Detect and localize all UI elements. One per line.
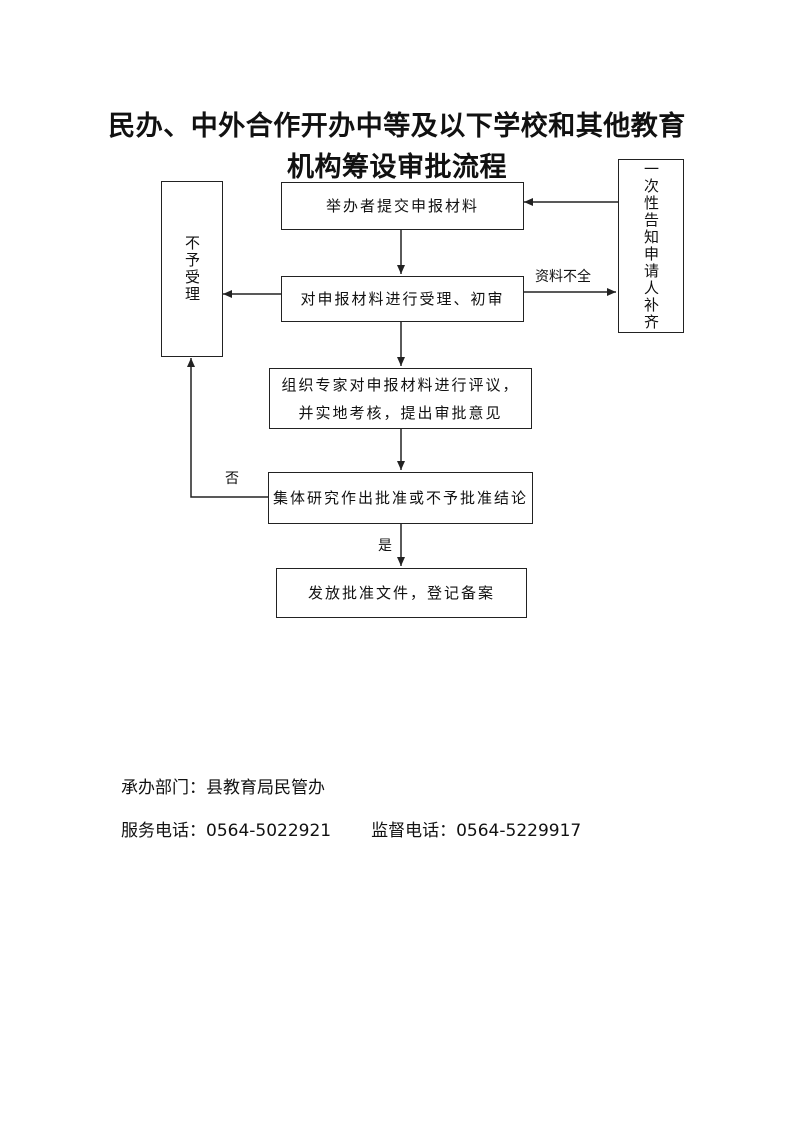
flow-step-accept: 对申报材料进行受理、初审 [281, 276, 524, 322]
page-title-line-1: 民办、中外合作开办中等及以下学校和其他教育 [108, 111, 686, 142]
notify-supplement-label: 一次性告知申请人补齐 [642, 161, 660, 331]
service-phone: 0564-5022921 [206, 821, 332, 841]
department-value: 县教育局民管办 [206, 778, 325, 798]
supervise-phone-label: 监督电话： [371, 821, 457, 841]
service-phone-label: 服务电话： [121, 821, 206, 841]
flow-step-expert-review: 组织专家对申报材料进行评议，并实地考核，提出审批意见 [269, 368, 532, 429]
arrow-decision-no-to-reject [187, 358, 268, 498]
flow-step-decision: 集体研究作出批准或不予批准结论 [268, 472, 533, 524]
footer-phones: 服务电话：0564-5022921 监督电话：0564-5229917 [121, 816, 581, 841]
flow-step-notify-supplement: 一次性告知申请人补齐 [618, 159, 684, 333]
flow-step-submit: 举办者提交申报材料 [281, 182, 524, 230]
supervise-phone: 0564-5229917 [456, 821, 582, 841]
label-no: 否 [225, 471, 239, 487]
flow-step-issue: 发放批准文件，登记备案 [276, 568, 527, 618]
label-incomplete: 资料不全 [535, 269, 591, 285]
department-label: 承办部门： [121, 778, 206, 798]
reject-label: 不予受理 [183, 235, 201, 303]
page-title-line-2: 机构筹设审批流程 [287, 152, 507, 183]
footer-department: 承办部门：县教育局民管办 [121, 773, 325, 798]
label-yes: 是 [378, 538, 392, 554]
flow-step-reject: 不予受理 [161, 181, 223, 357]
